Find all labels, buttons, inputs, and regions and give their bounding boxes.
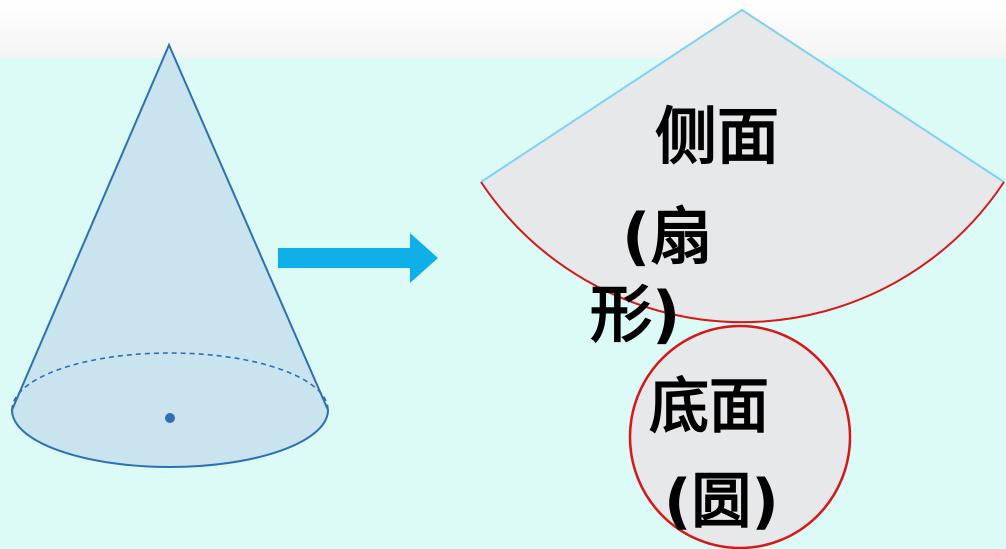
- lateral-surface-label-line2: (扇: [622, 200, 713, 273]
- lateral-surface-label-line3: 形): [590, 278, 681, 351]
- right-arrow-icon: [278, 233, 438, 283]
- cone-shape: [10, 42, 330, 468]
- lateral-surface-label-line1: 侧面: [655, 100, 780, 173]
- base-surface-label-line2: (圆): [664, 467, 779, 537]
- base-circle-shape: [628, 324, 852, 549]
- sector-arc: [480, 181, 1005, 324]
- sector-fill: [481, 10, 1004, 323]
- base-surface-label-line1: 底面: [649, 372, 769, 442]
- cone-body: [10, 42, 330, 468]
- sector-straight-edges: [480, 8, 1005, 183]
- base-circle: [628, 324, 852, 549]
- cone-base-center-dot: [165, 413, 175, 423]
- sector-shape: [480, 8, 1005, 324]
